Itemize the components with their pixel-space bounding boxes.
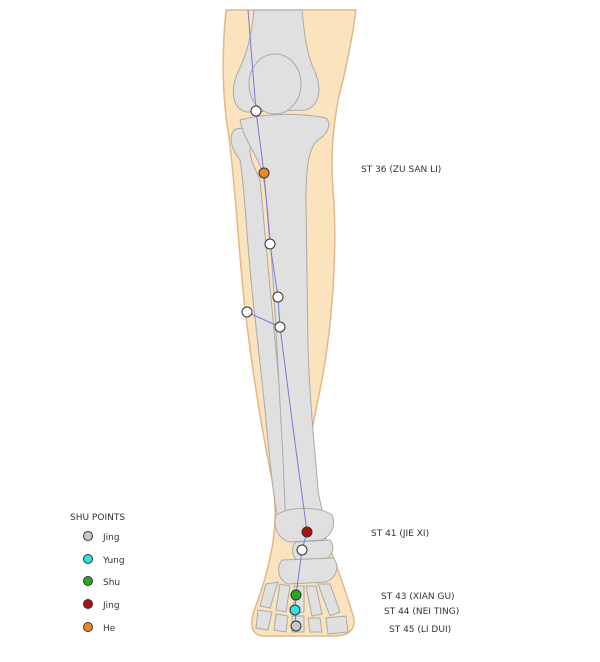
st44-label: ST 44 (NEI TING) [384, 607, 459, 617]
st41-point [301, 526, 313, 538]
metatarsal-5 [259, 581, 279, 609]
legend-item: Jing [83, 531, 120, 543]
st43-point [290, 589, 302, 601]
st36-point [258, 167, 270, 179]
toe-phalanges [255, 609, 349, 635]
st45-label: ST 45 (LI DUI) [389, 625, 451, 635]
shu-points [258, 167, 313, 632]
cuneiforms [278, 557, 338, 585]
legend-item: Jing [83, 599, 120, 611]
talus [274, 507, 335, 543]
legend-label: Shu [103, 578, 120, 588]
st41-label: ST 41 (JIE XI) [371, 529, 429, 539]
stomach-meridian-line [246, 9, 308, 627]
legend: SHU POINTS Jing Yung Shu Jing He [70, 513, 125, 634]
legend-swatch [83, 576, 93, 586]
legend-swatch [83, 531, 93, 541]
acupoint [264, 238, 276, 250]
metatarsal-1 [317, 583, 341, 617]
acupoint [272, 291, 284, 303]
legend-label: Yung [102, 556, 125, 566]
metatarsal-4 [275, 583, 291, 613]
legend-label: Jing [102, 533, 120, 543]
st43-label: ST 43 (XIAN GU) [381, 592, 455, 602]
st36-label: ST 36 (ZU SAN LI) [361, 165, 441, 175]
legend-item: Yung [83, 554, 125, 566]
metatarsal-2 [305, 585, 323, 617]
acupoint [250, 105, 262, 117]
st45-point [290, 620, 302, 632]
point-labels: ST 36 (ZU SAN LI) ST 41 (JIE XI) ST 43 (… [361, 165, 459, 635]
legend-label: He [103, 624, 116, 634]
patella [248, 53, 302, 115]
legend-item: He [83, 622, 116, 634]
legend-swatch [83, 622, 93, 632]
legend-label: Jing [102, 601, 120, 611]
st44-point [289, 604, 301, 616]
legend-item: Shu [83, 576, 120, 588]
legend-swatch [83, 554, 93, 564]
legend-title: SHU POINTS [70, 513, 125, 523]
plain-points [241, 105, 308, 556]
acupoint [296, 544, 308, 556]
legend-swatch [83, 599, 93, 609]
acupoint [274, 321, 286, 333]
acupoint [241, 306, 253, 318]
